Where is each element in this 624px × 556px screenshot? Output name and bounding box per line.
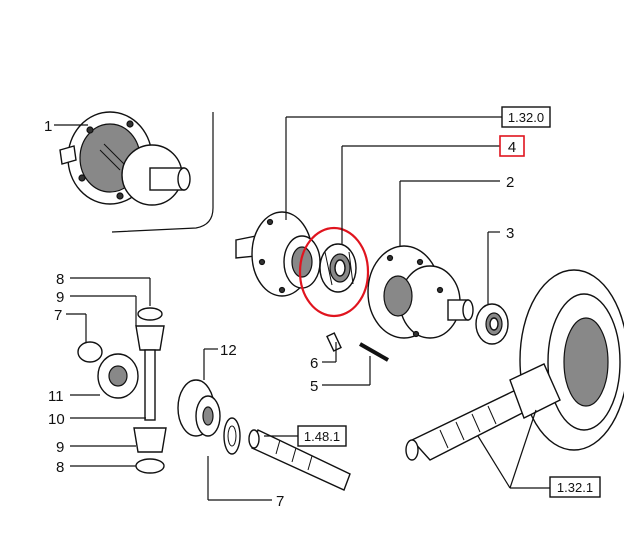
ref-box-1-32-0 — [501, 106, 551, 128]
label-3: 3 — [506, 225, 514, 242]
inset-differential-assembly — [59, 111, 214, 233]
label-4: 4 — [508, 139, 516, 156]
highlight-circle — [298, 226, 370, 318]
label-2: 2 — [506, 174, 514, 191]
label-7-bottom: 7 — [276, 493, 284, 510]
tapered-roller-bearing — [319, 243, 357, 293]
bearing-right — [475, 303, 509, 345]
ref-label-1-48-1: 1.48.1 — [304, 429, 340, 444]
label-11: 11 — [48, 388, 64, 405]
label-5: 5 — [310, 378, 318, 395]
label-9-top: 9 — [56, 289, 64, 306]
ref-box-1-48-1 — [297, 425, 347, 447]
label-12: 12 — [220, 342, 237, 359]
ring-gear-and-pinion — [405, 269, 624, 461]
axle-shaft — [248, 429, 351, 491]
left-gear-stack — [77, 307, 167, 474]
side-gear — [177, 379, 221, 437]
label-8-top: 8 — [56, 271, 64, 288]
differential-case — [367, 245, 474, 339]
cross-shaft — [359, 342, 389, 362]
label-1: 1 — [44, 118, 52, 135]
leader-lines — [54, 116, 550, 501]
ref-label-1-32-1: 1.32.1 — [557, 480, 593, 495]
ref-label-1-32-0: 1.32.0 — [508, 110, 544, 125]
differential-half-case — [235, 211, 321, 297]
label-6: 6 — [310, 355, 318, 372]
thrust-washer — [223, 417, 241, 455]
label-7-left: 7 — [54, 307, 62, 324]
label-9-bottom: 9 — [56, 439, 64, 456]
highlight-box — [499, 135, 525, 157]
label-8-bottom: 8 — [56, 459, 64, 476]
ref-box-1-32-1 — [549, 476, 601, 498]
roll-pin — [326, 332, 342, 352]
label-10: 10 — [48, 411, 65, 428]
